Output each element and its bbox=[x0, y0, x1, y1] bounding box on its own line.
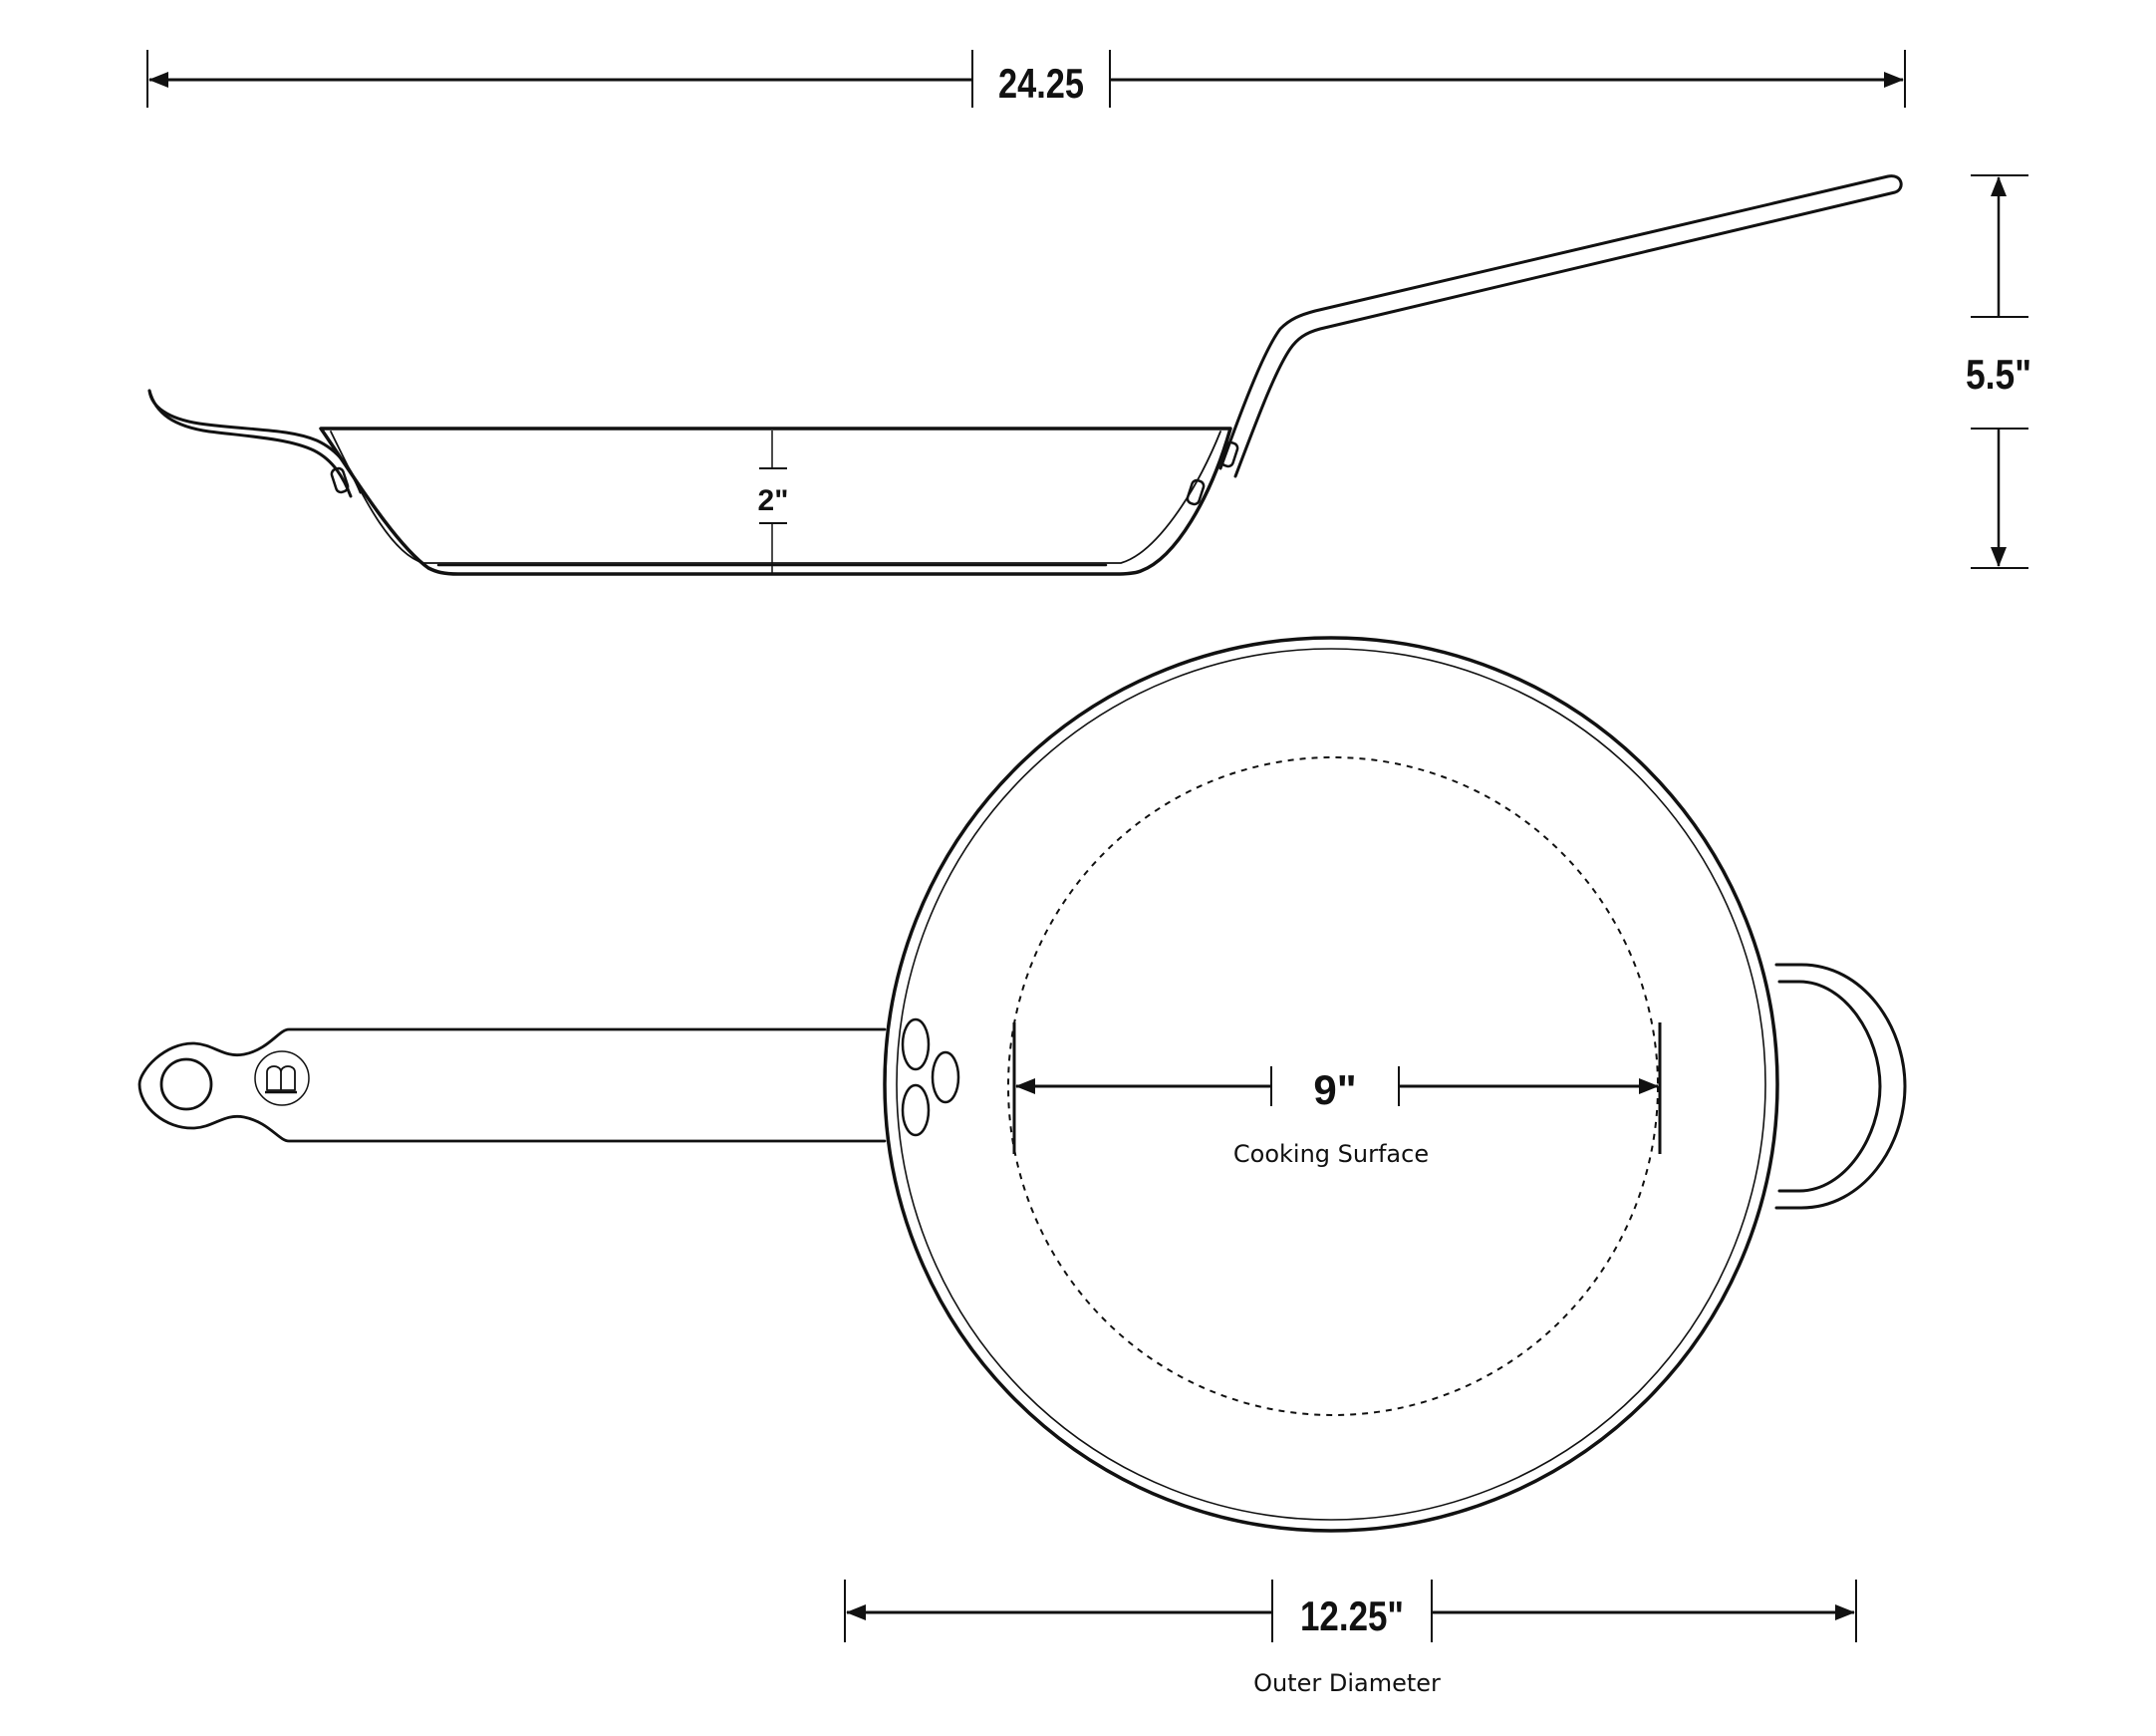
rivet-icon bbox=[1186, 478, 1206, 506]
helper-handle-top bbox=[1774, 963, 1907, 1210]
top-view bbox=[137, 636, 1907, 1533]
rivet-icon bbox=[901, 1083, 931, 1137]
pan-bowl-outer bbox=[319, 427, 1232, 576]
rivet-icon bbox=[931, 1050, 960, 1104]
hanging-hole bbox=[159, 1057, 213, 1111]
outer-diameter-caption: Outer Diameter bbox=[1253, 1669, 1441, 1697]
cooking-surface-dimension: 9" Cooking Surface bbox=[1012, 1022, 1662, 1168]
helper-handle-side bbox=[147, 389, 353, 498]
main-handle-side bbox=[1218, 174, 1903, 478]
pan-inner-rim bbox=[896, 648, 1766, 1521]
depth-dimension: 2" bbox=[758, 431, 789, 573]
overall-height-label: 5.5" bbox=[1966, 351, 2031, 398]
pan-outer-rim bbox=[883, 636, 1779, 1533]
brand-b-logo-icon bbox=[254, 1050, 310, 1106]
outer-diameter-dimension: 12.25" Outer Diameter bbox=[844, 1580, 1857, 1697]
overall-length-dimension: 24.25 bbox=[146, 50, 1906, 108]
cooking-surface-caption: Cooking Surface bbox=[1233, 1140, 1429, 1168]
side-view: 2" bbox=[147, 174, 1903, 576]
outer-diameter-label: 12.25" bbox=[1300, 1592, 1404, 1639]
rivet-icon bbox=[330, 466, 350, 494]
rivet-icon bbox=[1219, 440, 1239, 468]
overall-height-dimension: 5.5" bbox=[1966, 174, 2031, 569]
overall-length-label: 24.25 bbox=[998, 60, 1084, 107]
rivet-icon bbox=[901, 1017, 931, 1071]
depth-label: 2" bbox=[758, 484, 789, 517]
main-handle-top bbox=[137, 1027, 887, 1143]
cooking-surface-label: 9" bbox=[1313, 1066, 1356, 1113]
